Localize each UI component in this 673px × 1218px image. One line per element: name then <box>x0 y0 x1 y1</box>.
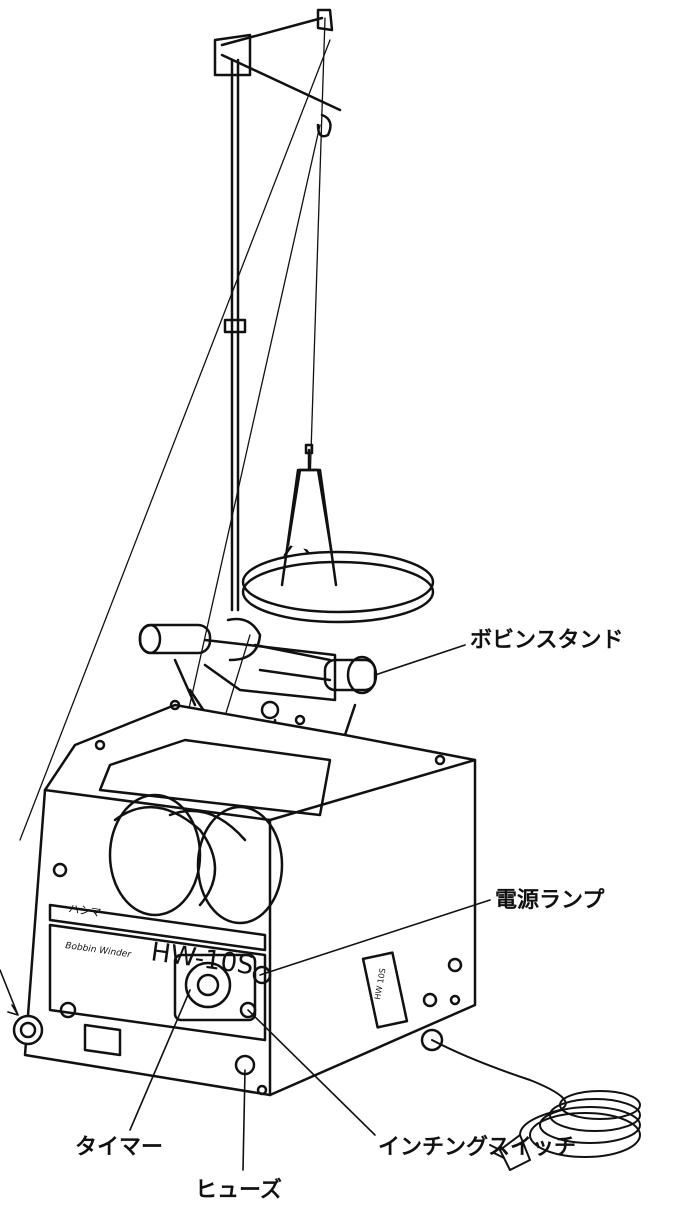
machine-housing <box>12 699 477 1097</box>
brand-text: ハシマ <box>68 902 102 919</box>
label-bobbin-stand: ボビンスタンド <box>470 628 624 653</box>
label-timer: タイマー <box>75 1135 164 1160</box>
leader-lines <box>0 644 491 1171</box>
label-power-lamp: 電源ランプ <box>495 888 605 913</box>
power-cord <box>431 1039 641 1171</box>
label-inching-switch: インチングスイッチ <box>378 1135 577 1160</box>
thread-cone <box>241 443 435 624</box>
side-panel <box>361 951 463 1052</box>
label-fuse: ヒューズ <box>195 1178 282 1203</box>
